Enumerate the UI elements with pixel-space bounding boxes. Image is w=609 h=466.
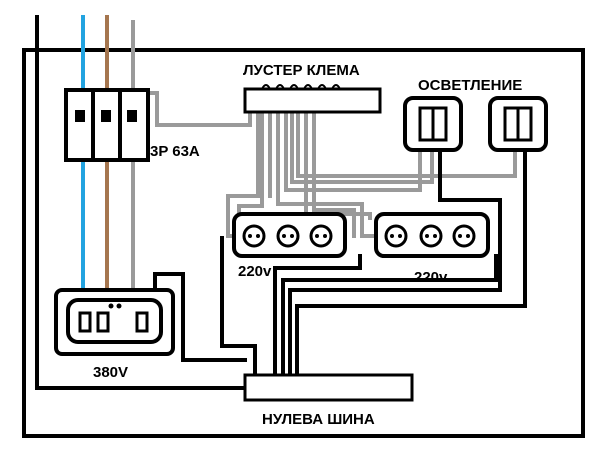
lighting-label: ОСВЕТЛЕНИЕ	[418, 77, 522, 94]
black-wires	[35, 15, 527, 390]
terminal-block-label: ЛУСТЕР КЛЕМА	[243, 62, 360, 79]
neutral-bus-label: НУЛЕВА ШИНА	[262, 411, 375, 428]
socket-outlet	[419, 224, 443, 248]
socket-380v	[54, 288, 175, 356]
socket-220v-right	[374, 212, 490, 258]
neutral-bus	[243, 373, 414, 402]
light-switch-1	[403, 96, 463, 152]
socket-380-label: 380V	[93, 364, 128, 381]
light-switch-2	[488, 96, 548, 152]
breaker-3p	[64, 88, 150, 162]
terminal-block	[243, 84, 382, 114]
breaker-toggle-1	[75, 110, 85, 122]
breaker-label: 3P 63A	[150, 143, 200, 160]
socket-outlet	[452, 224, 476, 248]
socket-outlet	[384, 224, 408, 248]
socket-left-label: 220v	[238, 263, 272, 280]
breaker-toggle-2	[101, 110, 111, 122]
breaker-toggle-3	[127, 110, 137, 122]
socket-right-label: 220v	[414, 269, 448, 286]
socket-outlet	[309, 224, 333, 248]
socket-220v-left	[232, 212, 347, 258]
enclosure-frame	[22, 48, 585, 438]
socket-outlet	[242, 224, 266, 248]
socket-outlet	[276, 224, 300, 248]
